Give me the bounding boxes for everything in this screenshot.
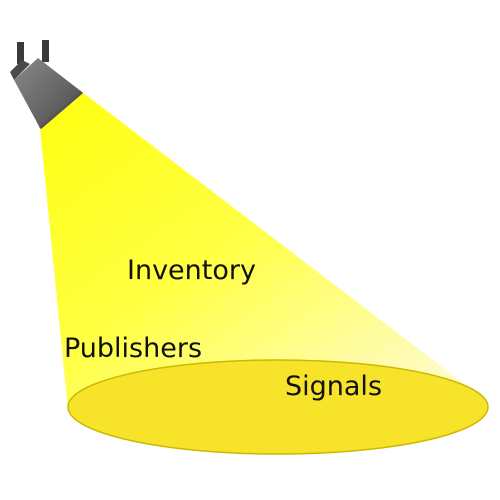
light-beam [40, 92, 488, 410]
lamp-mount-right [42, 40, 49, 62]
light-pool [67, 359, 489, 455]
label-publishers: Publishers [64, 333, 203, 364]
lamp-mount-left [17, 42, 24, 64]
lamp-body [14, 58, 82, 128]
label-signals: Signals [285, 371, 383, 402]
spotlight-icon [10, 40, 83, 130]
label-inventory: Inventory [127, 255, 256, 286]
lamp-lens-rim [39, 90, 83, 130]
lamp-rear-cap [10, 60, 30, 80]
